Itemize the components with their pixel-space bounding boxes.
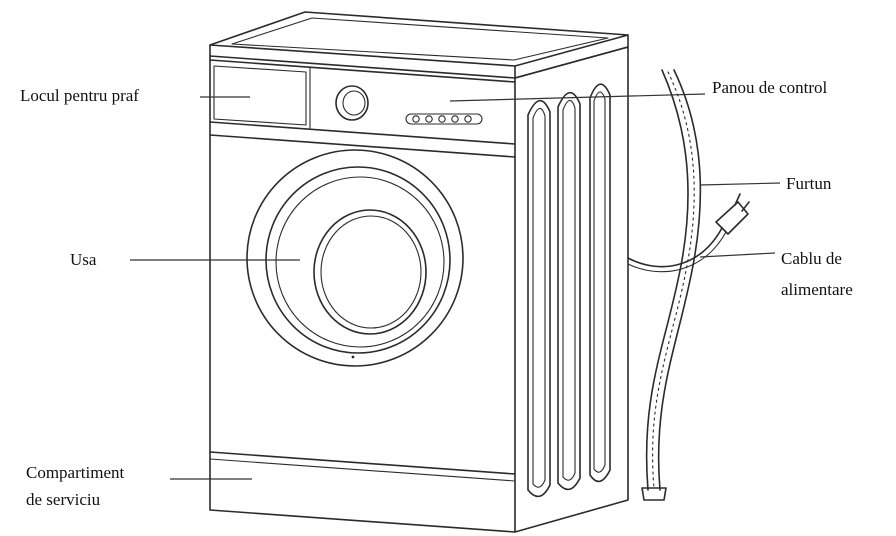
detergent-drawer [214,66,306,125]
label-power-cable-line1: Cablu de [781,248,842,270]
machine-side [515,47,628,532]
label-power-cable-line2: alimentare [781,279,853,301]
leader-hose [700,183,780,185]
label-dust-drawer: Locul pentru praf [20,85,139,107]
program-knob [336,86,368,120]
side-rib-1 [528,101,550,497]
label-control-panel: Panou de control [712,77,827,99]
leader-cable [700,253,775,257]
drain-hose [642,70,700,500]
label-hose: Furtun [786,173,831,195]
side-rib-2 [558,93,580,490]
panel-buttons [406,114,482,124]
side-rib-3 [590,84,610,481]
label-service-compartment-line2: de serviciu [26,489,100,511]
service-hatch [210,452,515,481]
machine-front [210,56,515,532]
machine-top [210,12,628,78]
label-service-compartment-line1: Compartiment [26,462,124,484]
door [247,150,463,366]
label-door: Usa [70,249,96,271]
